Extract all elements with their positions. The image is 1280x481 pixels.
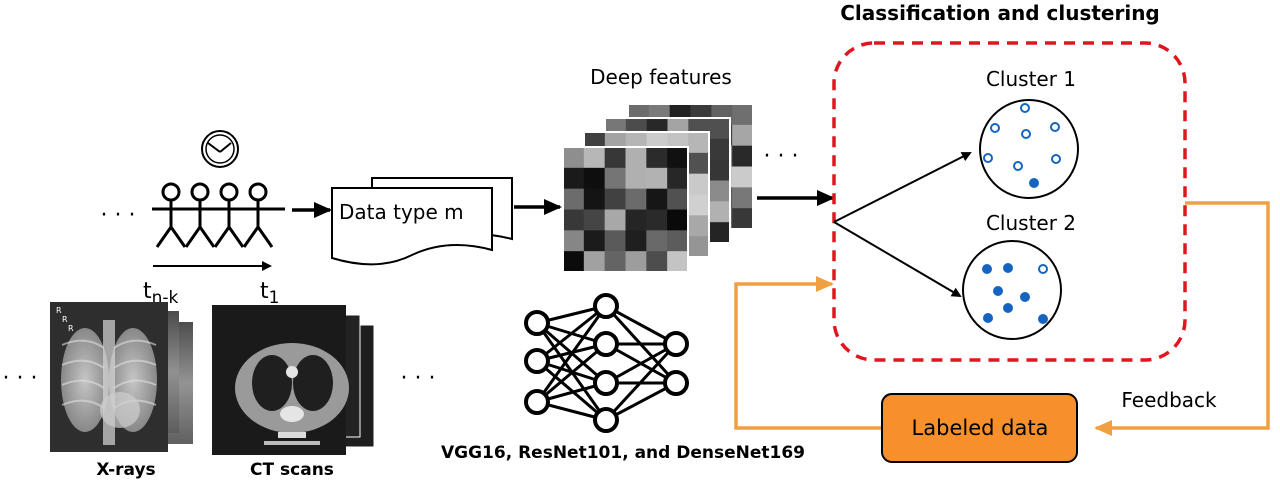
network-node <box>663 370 689 396</box>
cluster-point <box>1013 161 1023 171</box>
feedback-line <box>1094 201 1270 436</box>
cluster-point <box>1038 264 1048 274</box>
timeline-ellipsis: · · · <box>101 203 136 228</box>
features-ellipsis: · · · <box>764 144 799 169</box>
cluster-2-label: Cluster 2 <box>986 211 1076 235</box>
cluster-point <box>982 264 992 274</box>
cluster-2-circle <box>962 240 1062 340</box>
labeled-data-box <box>881 393 1078 463</box>
feature-map <box>562 146 689 273</box>
cluster-point <box>1021 129 1031 139</box>
network-node <box>593 331 619 357</box>
xray-image <box>50 302 168 452</box>
cluster-point <box>1003 303 1013 313</box>
time-label-end: t1 <box>260 279 279 308</box>
cluster-point <box>990 123 1000 133</box>
people-icon <box>152 182 285 248</box>
network-node <box>593 370 619 396</box>
feature-maps <box>562 103 754 273</box>
xray-marker: R <box>68 324 74 333</box>
images-ellipsis-right: · · · <box>401 366 436 391</box>
clock-icon <box>201 130 239 168</box>
network-node <box>593 293 619 319</box>
xray-marker: R <box>56 306 62 315</box>
cluster-point <box>993 286 1003 296</box>
ct-image <box>212 305 349 455</box>
network-node <box>524 310 550 336</box>
feedback-label: Feedback <box>1121 388 1217 412</box>
data-type-box <box>331 177 513 266</box>
network-node <box>524 348 550 374</box>
ct-label: CT scans <box>250 460 334 480</box>
network-node <box>593 407 619 433</box>
cluster-1-circle <box>979 99 1079 199</box>
labeled-data-label: Labeled data <box>912 416 1049 440</box>
cluster-point <box>1003 263 1013 273</box>
data-type-label: Data type m <box>339 200 464 224</box>
classification-box <box>832 41 1187 362</box>
xray-stack: R R R <box>50 302 193 452</box>
cluster-point <box>1020 103 1030 113</box>
diagram-title: Classification and clustering <box>840 1 1160 25</box>
network-node <box>524 389 550 415</box>
xray-marker: R <box>62 315 68 324</box>
cluster-point <box>1020 292 1030 302</box>
arrow-to-cluster-1 <box>833 152 972 223</box>
neural-network-icon <box>524 293 689 433</box>
images-ellipsis-left: · · · <box>3 366 38 391</box>
xray-label: X-rays <box>96 460 155 480</box>
cluster-point <box>1050 122 1060 132</box>
cluster-point <box>1029 178 1039 188</box>
cluster-1-label: Cluster 1 <box>986 67 1076 91</box>
labeled-to-model-line <box>734 276 882 430</box>
cluster-point <box>1051 154 1061 164</box>
network-node <box>663 331 689 357</box>
cluster-point <box>983 313 993 323</box>
arrow-to-cluster-2 <box>833 221 962 298</box>
cluster-point <box>983 153 993 163</box>
network-label: VGG16, ResNet101, and DenseNet169 <box>441 443 805 463</box>
deep-features-label: Deep features <box>590 65 732 89</box>
ct-stack <box>212 305 375 455</box>
cluster-point <box>1038 314 1048 324</box>
